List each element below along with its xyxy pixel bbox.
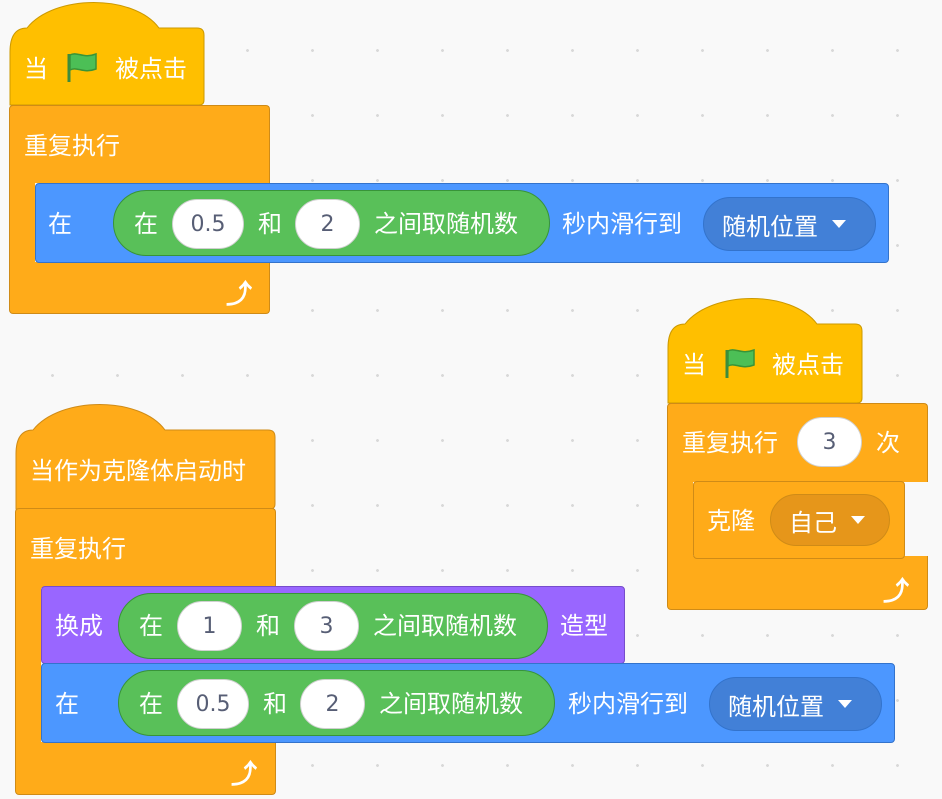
glide-in-label: 在 (48, 210, 72, 238)
random-and-label: 和 (256, 612, 280, 640)
repeat-block-arm (667, 480, 693, 560)
forever-block[interactable] (9, 105, 270, 183)
random-suffix-label: 之间取随机数 (374, 210, 518, 238)
random-in-label: 在 (139, 690, 163, 718)
hat-when-label: 当 (24, 55, 48, 83)
loop-arrow-icon: ⤴ (883, 577, 910, 607)
forever-block-bottom (9, 262, 270, 314)
random-in-label: 在 (134, 210, 158, 238)
hat-clicked-label: 被点击 (772, 351, 844, 379)
random-from-input[interactable]: 1 (177, 601, 242, 651)
green-flag-icon[interactable] (721, 346, 757, 380)
clone-label: 克隆 (707, 507, 755, 535)
forever-block-arm (15, 585, 41, 745)
forever-label: 重复执行 (30, 535, 126, 563)
when-flag-clicked-hat-block[interactable] (667, 298, 864, 404)
random-to-input[interactable]: 2 (300, 679, 365, 729)
costume-label: 造型 (560, 612, 608, 640)
forever-block-arm (9, 180, 35, 270)
secs-glide-to-label: 秒内滑行到 (568, 690, 688, 718)
chevron-down-icon (838, 700, 852, 708)
glide-target-dropdown[interactable]: 随机位置 (703, 197, 876, 251)
when-start-as-clone-hat-block[interactable] (15, 404, 277, 510)
random-to-input[interactable]: 2 (295, 199, 360, 249)
random-to-input[interactable]: 3 (294, 601, 359, 651)
chevron-down-icon (851, 516, 865, 524)
glide-target-value: 随机位置 (728, 692, 824, 721)
repeat-times-label: 次 (876, 429, 900, 457)
repeat-count-input[interactable]: 3 (797, 417, 862, 467)
hat-when-label: 当 (682, 351, 706, 379)
secs-glide-to-label: 秒内滑行到 (562, 210, 682, 238)
glide-target-dropdown[interactable]: 随机位置 (709, 677, 882, 731)
forever-block-bottom (15, 742, 276, 795)
chevron-down-icon (832, 220, 846, 228)
clone-hat-label: 当作为克隆体启动时 (30, 457, 246, 485)
clone-target-dropdown[interactable]: 自己 (770, 494, 890, 546)
hat-clicked-label: 被点击 (115, 55, 187, 83)
glide-target-value: 随机位置 (722, 212, 818, 241)
clone-target-value: 自己 (789, 508, 837, 537)
loop-arrow-icon: ⤴ (231, 760, 258, 790)
random-and-label: 和 (263, 690, 287, 718)
random-suffix-label: 之间取随机数 (373, 612, 517, 640)
repeat-block-bottom (667, 556, 928, 610)
switch-label: 换成 (55, 612, 103, 640)
random-suffix-label: 之间取随机数 (379, 690, 523, 718)
glide-in-label: 在 (55, 690, 79, 718)
random-and-label: 和 (258, 210, 282, 238)
loop-arrow-icon: ⤴ (226, 280, 253, 310)
forever-block[interactable] (15, 508, 276, 588)
green-flag-icon[interactable] (63, 50, 99, 84)
repeat-label: 重复执行 (682, 429, 778, 457)
random-from-input[interactable]: 0.5 (172, 199, 244, 249)
random-from-input[interactable]: 0.5 (177, 679, 249, 729)
forever-label: 重复执行 (24, 132, 120, 160)
when-flag-clicked-hat-block[interactable] (9, 2, 206, 106)
random-in-label: 在 (139, 612, 163, 640)
